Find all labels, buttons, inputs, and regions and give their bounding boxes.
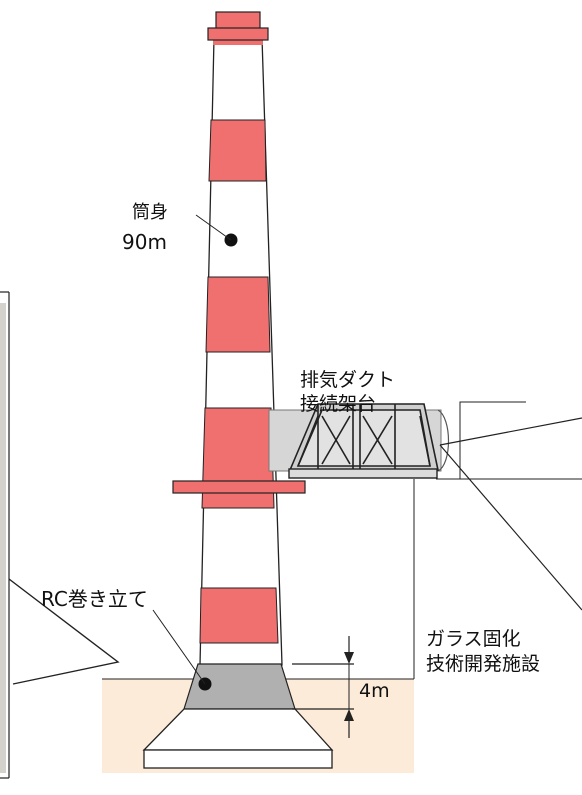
tube-name-label: 筒身 (132, 202, 168, 223)
foundation-slab (143, 749, 333, 769)
duct-base-plate (288, 468, 438, 479)
facility-leader-2 (439, 417, 582, 446)
red-band-2 (208, 119, 267, 182)
rc-wrap-label: RC巻き立て (41, 587, 148, 611)
chimney-cap-ring (207, 27, 269, 41)
inset-photo-strip (0, 303, 6, 773)
red-band-5 (199, 587, 279, 644)
chimney-cap-top (215, 11, 261, 31)
tube-leader (195, 214, 232, 241)
callout-wedge (8, 578, 120, 685)
rc-leader (152, 609, 206, 685)
duct-label-line1: 排気ダクト (300, 369, 395, 391)
facility-label-line1: ガラス固化 (426, 628, 521, 650)
chimney-platform (172, 480, 306, 494)
facility-label-line2: 技術開発施設 (426, 653, 540, 675)
facility-outline (459, 401, 526, 479)
duct-end-curve (437, 409, 449, 472)
facility-leader-1 (439, 444, 582, 611)
dimension-label: 4m (359, 680, 390, 702)
red-band-3 (205, 276, 271, 353)
tube-height-label: 90m (122, 230, 167, 254)
dimension-marker (292, 636, 354, 738)
duct-label-line2: 接続架台 (300, 393, 376, 415)
